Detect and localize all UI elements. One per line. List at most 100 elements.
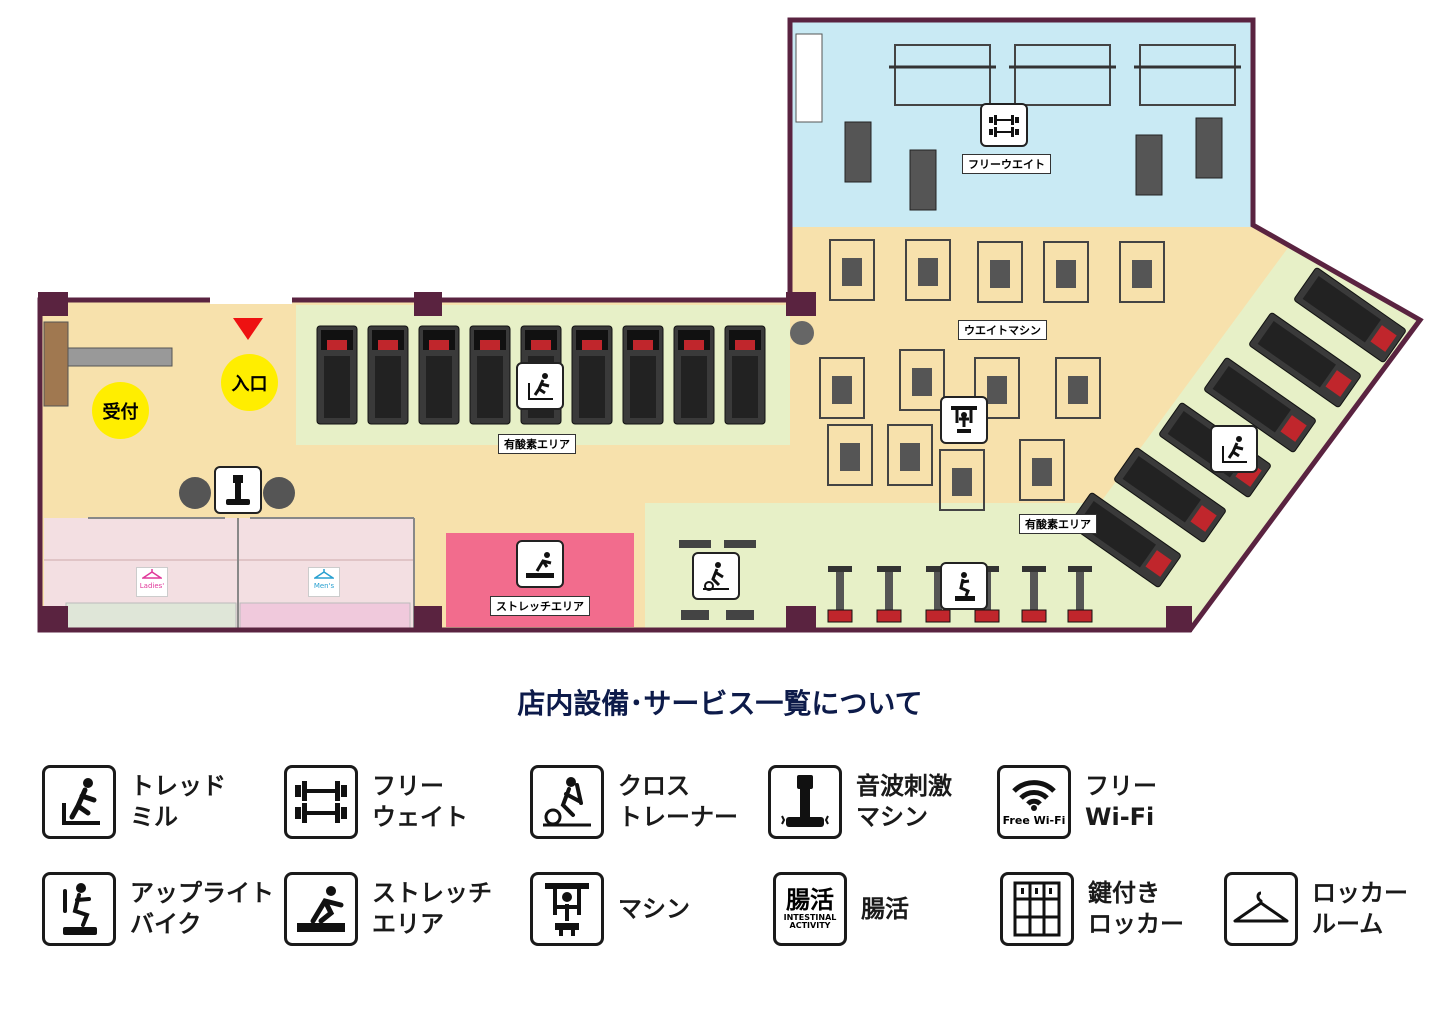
free-weight-map-icon [980, 103, 1028, 147]
vibration-machine-map-icon [214, 466, 262, 514]
cross-trainer-map-icon [692, 552, 740, 600]
legend-label: 音波刺激 マシン [856, 772, 952, 831]
legend-label: 腸活 [861, 894, 909, 923]
zone-label-cardio-right: 有酸素エリア [1019, 514, 1097, 534]
treadmill-map-icon [516, 362, 564, 410]
machine-icon [530, 872, 604, 946]
weight-machine [1019, 439, 1065, 501]
weight-rack [1134, 44, 1241, 106]
mens-label: Men's [313, 582, 335, 590]
free-weight-icon [284, 765, 358, 839]
cross-trainer [679, 540, 711, 620]
treadmill [1204, 357, 1316, 453]
legend-label: 鍵付き ロッカー [1088, 879, 1184, 938]
weight-machine [939, 449, 985, 511]
treadmill [469, 325, 511, 425]
legend-label: トレッド ミル [130, 772, 226, 831]
stretch-map-icon [516, 540, 564, 588]
bench [844, 121, 872, 183]
machine-map-icon [940, 396, 988, 444]
treadmill [1069, 492, 1181, 588]
treadmill [673, 325, 715, 425]
treadmill [1249, 312, 1361, 408]
bench [909, 149, 937, 211]
weight-machine [977, 241, 1023, 303]
ladies-label: Ladies' [139, 582, 165, 590]
treadmill [367, 325, 409, 425]
weight-machine [829, 239, 875, 301]
reception-marker: 受付 [92, 382, 149, 439]
upright-bike [1067, 566, 1093, 623]
legend-item: Free Wi-Fi フリー Wi-Fi [997, 765, 1157, 839]
intestinal-icon-main-text: 腸活 [786, 886, 834, 914]
legend-item: フリー ウェイト [284, 765, 468, 839]
hanger-icon [312, 569, 336, 579]
floor-map: フリーウエイト ウエイトマシン 有酸素エリア 有酸素エリア ストレッチエリア 入… [37, 17, 1424, 633]
bench [1195, 117, 1223, 179]
treadmill [622, 325, 664, 425]
treadmill [418, 325, 460, 425]
wifi-icon-text: Free Wi-Fi [1002, 814, 1066, 827]
treadmill-map-icon-right [1210, 425, 1258, 473]
bench [1135, 134, 1163, 196]
cross-trainer [724, 540, 756, 620]
zone-label-cardio-left: 有酸素エリア [498, 434, 576, 454]
weight-machine [1119, 241, 1165, 303]
legend-item: アップライト バイク [42, 872, 274, 946]
legend-item: トレッド ミル [42, 765, 226, 839]
legend-label: マシン [618, 894, 690, 923]
locker-room-icon [1224, 872, 1298, 946]
legend-label: フリー ウェイト [372, 772, 468, 831]
vibration-machine-icon [768, 765, 842, 839]
weight-machine [905, 239, 951, 301]
key-locker-icon [1000, 872, 1074, 946]
legend-label: フリー Wi-Fi [1085, 772, 1157, 831]
zone-label-weight-machine: ウエイトマシン [958, 320, 1047, 340]
upright-bike [1021, 566, 1047, 623]
legend-item: ストレッチ エリア [284, 872, 492, 946]
legend-label: ストレッチ エリア [372, 879, 492, 938]
zone-label-free-weight: フリーウエイト [962, 154, 1051, 174]
floor-plan-drawing [37, 17, 1424, 633]
hanger-icon [140, 569, 164, 579]
treadmill [571, 325, 613, 425]
intestinal-icon-sub-text: INTESTINAL ACTIVITY [783, 913, 837, 930]
treadmill [1114, 447, 1226, 543]
weight-machine [827, 424, 873, 486]
legend-item: ロッカー ルーム [1224, 872, 1408, 946]
upright-bike-icon [42, 872, 116, 946]
upright-bike [925, 566, 951, 623]
legend-label: ロッカー ルーム [1312, 879, 1408, 938]
stretch-icon [284, 872, 358, 946]
weight-machine [1055, 357, 1101, 419]
treadmill [724, 325, 766, 425]
wifi-icon: Free Wi-Fi [997, 765, 1071, 839]
weight-machine [899, 349, 945, 411]
treadmill [316, 325, 358, 425]
ladies-locker-sign: Ladies' [136, 567, 168, 597]
weight-machine [887, 424, 933, 486]
weight-machine [974, 357, 1020, 419]
legend-label: アップライト バイク [130, 879, 274, 938]
treadmill [1294, 267, 1406, 363]
entrance-marker: 入口 [221, 354, 278, 411]
zone-label-stretch: ストレッチエリア [490, 596, 590, 616]
upright-bike [876, 566, 902, 623]
weight-rack [889, 44, 996, 106]
weight-machine [819, 357, 865, 419]
legend-title: 店内設備･サービス一覧について [517, 687, 923, 720]
weight-rack [1009, 44, 1116, 106]
weight-machine [1043, 241, 1089, 303]
upright-bike-map-icon [940, 562, 988, 610]
upright-bike [827, 566, 853, 623]
legend-item: 音波刺激 マシン [768, 765, 952, 839]
cross-trainer-icon [530, 765, 604, 839]
legend-label: クロス トレーナー [618, 772, 738, 831]
wifi-symbol [1012, 780, 1056, 811]
legend-item: 鍵付き ロッカー [1000, 872, 1184, 946]
legend-item: クロス トレーナー [530, 765, 738, 839]
legend-item: マシン [530, 872, 690, 946]
mens-locker-sign: Men's [308, 567, 340, 597]
